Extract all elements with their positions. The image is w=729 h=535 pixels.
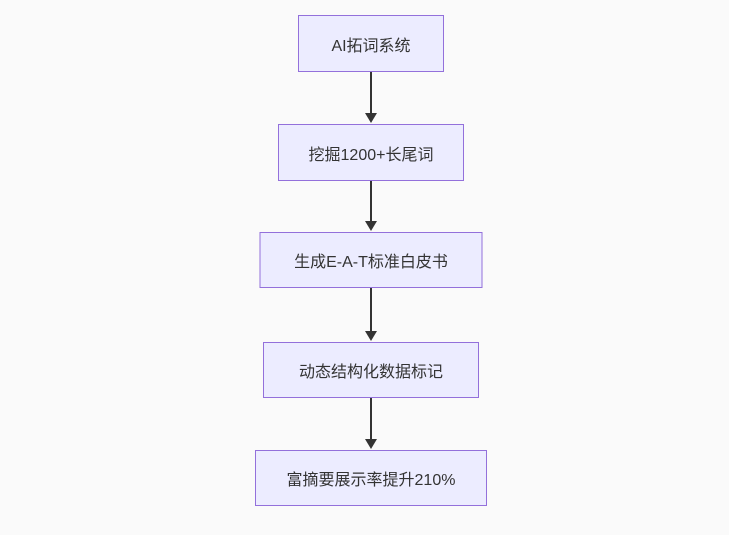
- arrow-line: [370, 398, 372, 439]
- arrow-line: [370, 181, 372, 221]
- flow-node-ai-word-system: AI拓词系统: [298, 15, 444, 72]
- flow-node-longtail-mining: 挖掘1200+长尾词: [278, 124, 464, 181]
- arrow-line: [370, 288, 372, 331]
- arrow-line: [370, 72, 372, 113]
- arrow-connector-1: [365, 72, 377, 123]
- arrow-head-icon: [365, 221, 377, 231]
- flow-node-label: AI拓词系统: [331, 37, 411, 55]
- arrow-head-icon: [365, 331, 377, 341]
- flow-node-label: 动态结构化数据标记: [298, 364, 443, 381]
- flow-node-rich-snippet-result: 富摘要展示率提升210%: [255, 450, 487, 506]
- arrow-head-icon: [365, 439, 377, 449]
- arrow-connector-3: [365, 288, 377, 341]
- flow-node-eat-whitepaper: 生成E-A-T标准白皮书: [259, 232, 483, 288]
- flow-node-structured-data: 动态结构化数据标记: [263, 342, 479, 398]
- flow-node-label: 挖掘1200+长尾词: [308, 146, 434, 164]
- flow-node-label: 生成E-A-T标准白皮书: [294, 254, 448, 271]
- flow-node-label: 富摘要展示率提升210%: [286, 472, 456, 489]
- arrow-connector-4: [365, 398, 377, 449]
- arrow-head-icon: [365, 113, 377, 123]
- arrow-connector-2: [365, 181, 377, 231]
